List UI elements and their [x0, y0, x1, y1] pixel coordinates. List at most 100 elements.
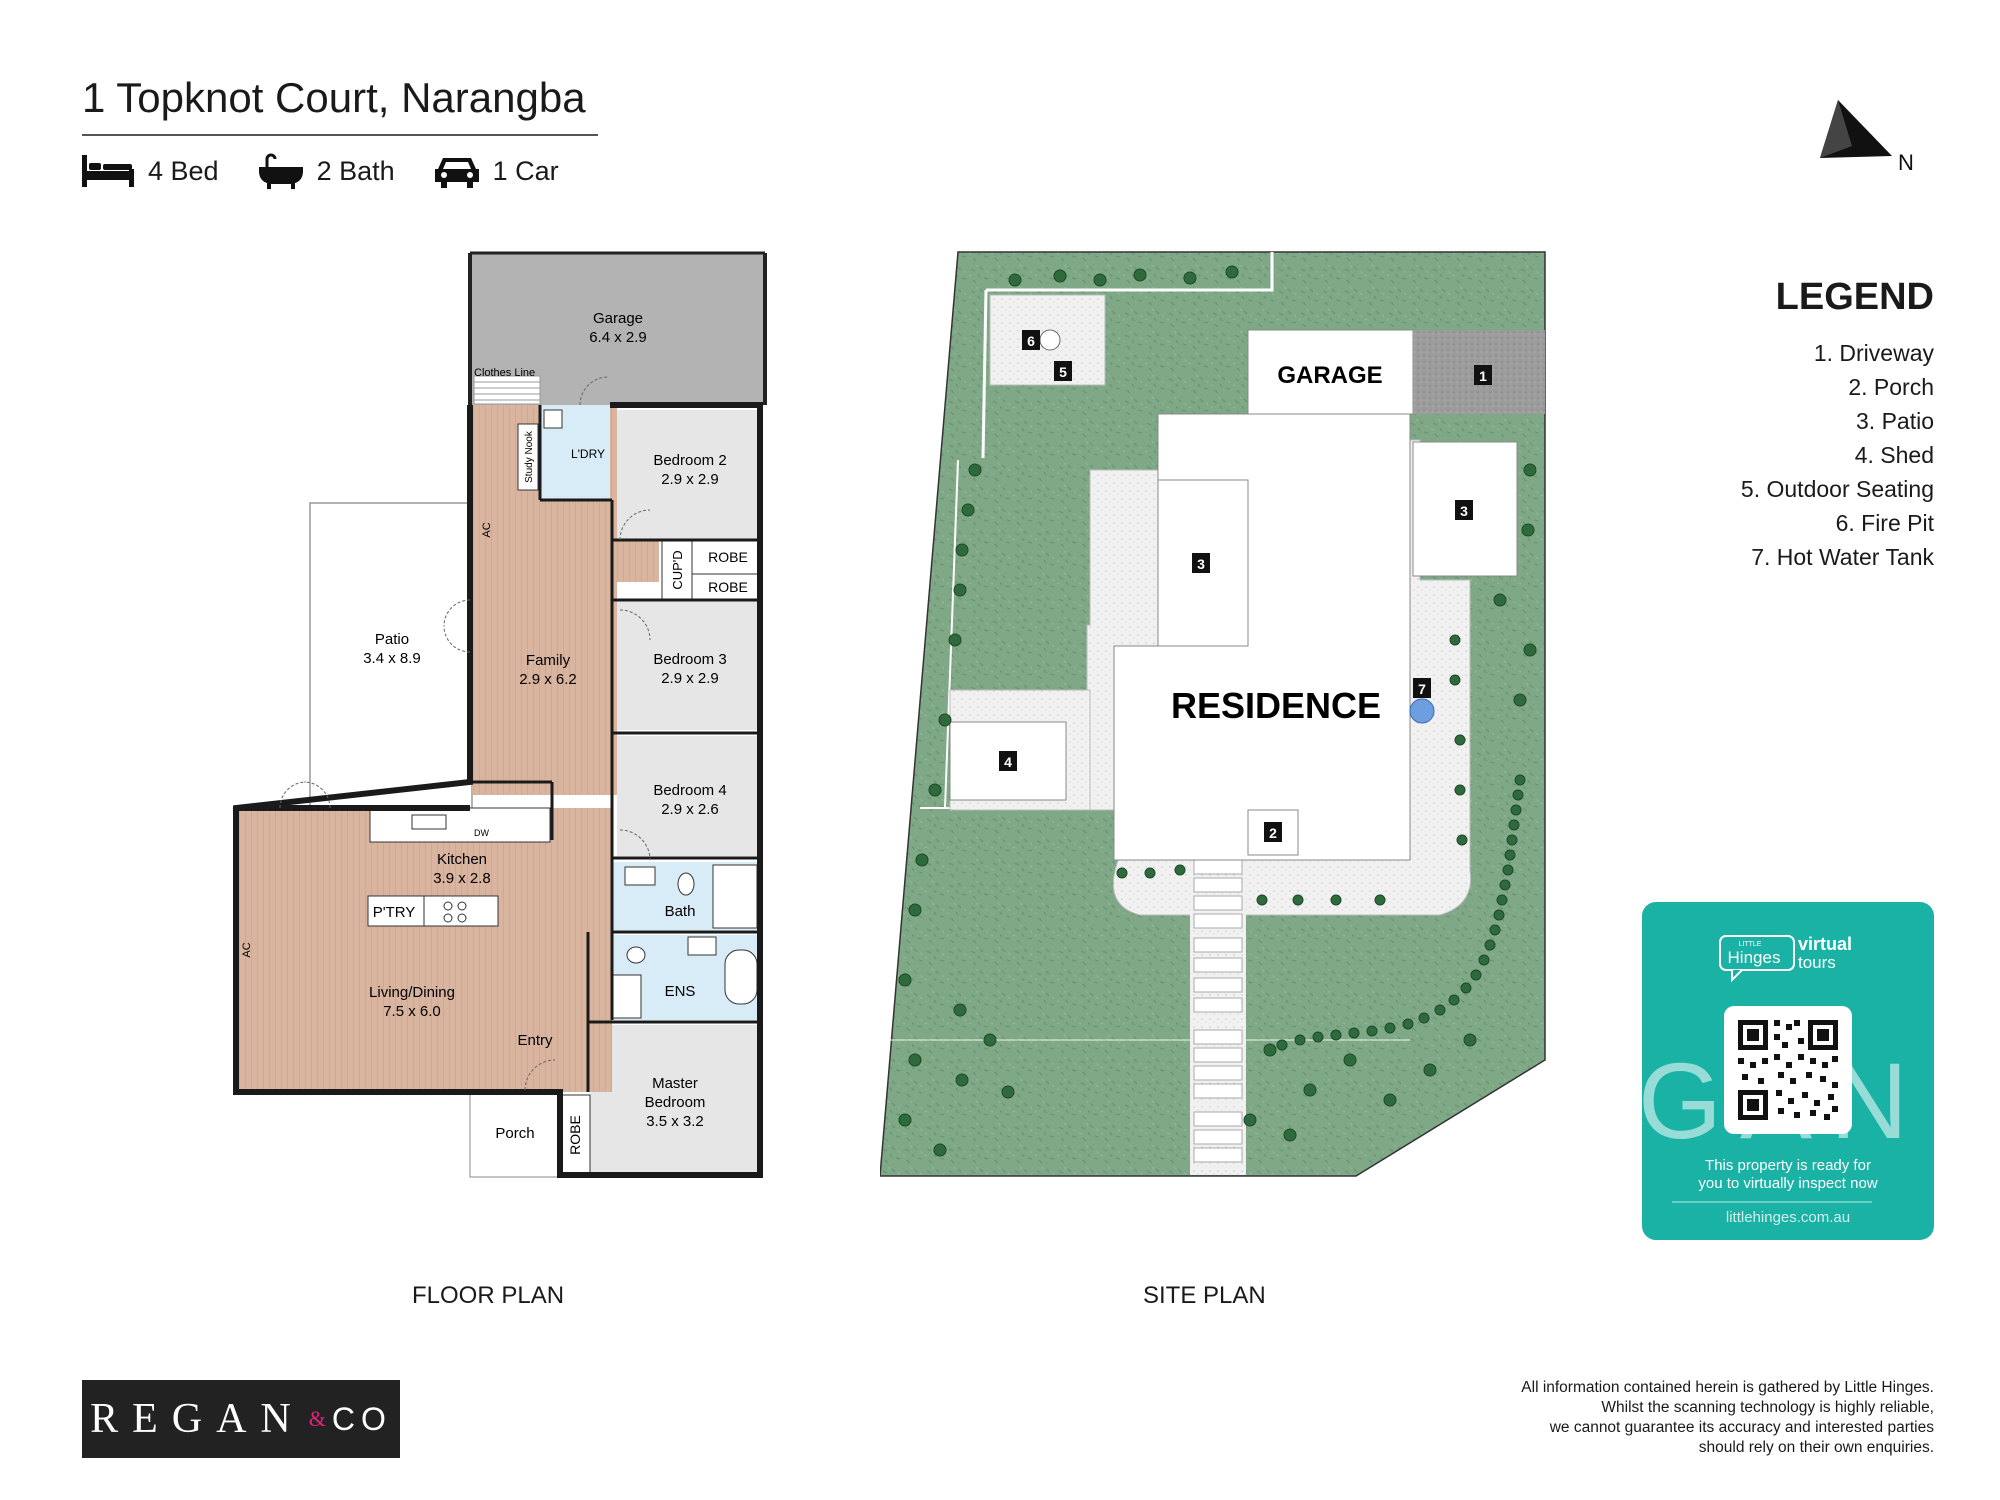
tours-word: tours: [1798, 953, 1836, 972]
logo-co: CO: [331, 1400, 392, 1437]
hot-water-tank: [1409, 698, 1435, 724]
tour-url[interactable]: littlehinges.com.au: [1726, 1209, 1850, 1226]
laundry-label: L'DRY: [571, 447, 605, 461]
garage-dims: 6.4 x 2.9: [589, 329, 647, 346]
marker-5: 5: [1059, 364, 1067, 380]
legend-list: 1. Driveway 2. Porch 3. Patio 4. Shed 5.…: [1741, 336, 1934, 574]
marker-6: 6: [1027, 333, 1035, 349]
marker-2: 2: [1269, 825, 1277, 841]
virtual-tour-card[interactable]: LITTLE Hinges virtual tours GAN This pro…: [1642, 902, 1934, 1240]
bed-icon: [82, 155, 134, 187]
robe-b-label: ROBE: [708, 579, 748, 595]
marker-4: 4: [1004, 754, 1012, 770]
patio-area: [309, 502, 473, 814]
legend-item: 4. Shed: [1854, 442, 1934, 468]
tour-line-1: This property is ready for: [1705, 1157, 1871, 1174]
clothes-line-label: Clothes Line: [474, 367, 535, 379]
marker-3a: 3: [1460, 503, 1468, 519]
front-steps: [1190, 855, 1246, 1175]
robe-a-label: ROBE: [708, 549, 748, 565]
legend-item: 6. Fire Pit: [1835, 510, 1934, 536]
bath-label: Bath: [665, 903, 696, 920]
legend-title: LEGEND: [1775, 276, 1934, 318]
floor-plan-caption: FLOOR PLAN: [412, 1282, 565, 1309]
bedroom3-dims: 2.9 x 2.9: [661, 670, 719, 687]
master-dims: 3.5 x 3.2: [646, 1113, 704, 1130]
pantry-label: P'TRY: [373, 904, 416, 921]
car-feature: 1 Car: [434, 154, 559, 188]
master-label-2: Bedroom: [645, 1094, 706, 1111]
virtual-word: virtual: [1798, 934, 1852, 954]
bedroom2-label: Bedroom 2: [653, 452, 726, 469]
cupboard-label: CUP'D: [670, 550, 685, 589]
study-nook-label: Study Nook: [524, 430, 535, 483]
floor-plan: Garage 6.4 x 2.9 Clothes Line Patio 3.4 …: [233, 251, 767, 1178]
kitchen-label: Kitchen: [437, 851, 487, 868]
bed-count: 4 Bed: [148, 155, 219, 186]
bath-icon: [258, 153, 303, 189]
car-count: 1 Car: [492, 155, 559, 186]
bedroom3-label: Bedroom 3: [653, 651, 726, 668]
shrubs: [898, 265, 1537, 1157]
disclaimer-line: we cannot guarantee its accuracy and int…: [1549, 1419, 1934, 1436]
marker-3b: 3: [1197, 556, 1205, 572]
master-bedroom-area: [590, 1025, 760, 1175]
car-icon: [434, 158, 479, 188]
hedge-row: [1276, 774, 1526, 1051]
patio-label: Patio: [375, 631, 409, 648]
legend-item: 7. Hot Water Tank: [1751, 544, 1934, 570]
legend-item: 1. Driveway: [1813, 340, 1934, 366]
brand-small: LITTLE: [1739, 941, 1762, 948]
ac-label-family: AC: [481, 522, 493, 537]
entry-label: Entry: [517, 1032, 553, 1049]
compass-label: N: [1898, 150, 1914, 175]
legend-item: 5. Outdoor Seating: [1740, 476, 1934, 502]
family-label: Family: [526, 652, 571, 669]
disclaimer-line: should rely on their own enquiries.: [1698, 1439, 1934, 1456]
ac-label-living: AC: [241, 942, 253, 957]
living-label: Living/Dining: [369, 984, 455, 1001]
bedroom3-area: [617, 600, 760, 730]
porch-label: Porch: [495, 1125, 534, 1142]
residence-label: RESIDENCE: [1171, 685, 1381, 726]
legend-item: 3. Patio: [1856, 408, 1934, 434]
site-plan: GARAGE RESIDENCE 1 2 3 3 4 5 6 7: [880, 251, 1546, 1177]
page-title: 1 Topknot Court, Narangba: [82, 74, 586, 121]
property-features: 4 Bed 2 Bath 1 Car: [82, 153, 599, 189]
brand-name: Hinges: [1728, 948, 1781, 967]
master-label-1: Master: [652, 1075, 698, 1092]
virtual-tour-graphic: LITTLE Hinges virtual tours GAN This pro…: [1642, 934, 1908, 1226]
disclaimer-line: Whilst the scanning technology is highly…: [1601, 1399, 1934, 1416]
agency-logo: REGAN & CO: [82, 1380, 400, 1458]
floor-plan-walls: [233, 402, 763, 1178]
fire-pit: [1039, 329, 1061, 351]
disclaimer: All information contained herein is gath…: [1521, 1378, 1934, 1458]
disclaimer-line: All information contained herein is gath…: [1521, 1379, 1934, 1396]
bath-count: 2 Bath: [316, 155, 395, 186]
north-arrow-icon: N: [1820, 100, 1914, 175]
master-robe-label: ROBE: [567, 1115, 583, 1155]
family-dims: 2.9 x 6.2: [519, 671, 577, 688]
logo-ampersand: &: [308, 1406, 326, 1431]
bedroom4-dims: 2.9 x 2.6: [661, 801, 719, 818]
garage-label: Garage: [593, 310, 643, 327]
marker-1: 1: [1479, 368, 1487, 384]
title-divider: [82, 134, 598, 136]
ensuite-label: ENS: [665, 983, 696, 1000]
qr-code-icon: [1738, 1020, 1838, 1120]
dishwasher-label: DW: [474, 828, 489, 838]
patio-dims: 3.4 x 8.9: [363, 650, 421, 667]
bedroom2-dims: 2.9 x 2.9: [661, 471, 719, 488]
legend-item: 2. Porch: [1848, 374, 1934, 400]
living-kitchen-area: [236, 808, 612, 1092]
site-plan-caption: SITE PLAN: [1143, 1282, 1266, 1309]
tour-line-2: you to virtually inspect now: [1698, 1175, 1877, 1192]
bedroom2-area: [617, 410, 760, 540]
bed-feature: 4 Bed: [82, 155, 219, 187]
kitchen-dims: 3.9 x 2.8: [433, 870, 491, 887]
logo-main: REGAN: [90, 1396, 305, 1442]
living-dims: 7.5 x 6.0: [383, 1003, 441, 1020]
bedroom4-area: [617, 736, 760, 856]
site-garage-label: GARAGE: [1277, 362, 1382, 389]
marker-7: 7: [1418, 681, 1426, 697]
